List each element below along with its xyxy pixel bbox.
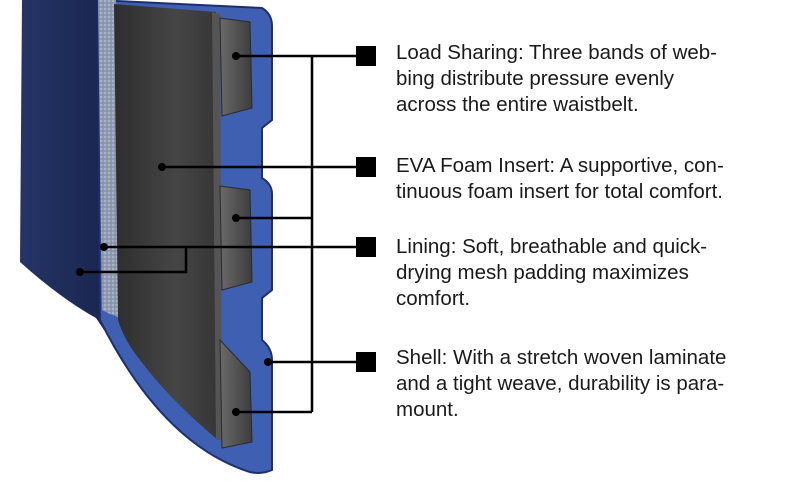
- webbing-bands: [219, 17, 253, 449]
- callout-shell: Shell: With a stretch woven laminate and…: [396, 346, 727, 421]
- callout-lining: Lining: Soft, breathable and quick- dryi…: [396, 235, 708, 310]
- leader-dots: [76, 52, 272, 416]
- mesh-lining: [98, 0, 120, 318]
- callout-bullets: [356, 46, 376, 372]
- eva-foam-insert: [114, 4, 218, 440]
- bullet-lining: [356, 237, 376, 257]
- bullet-shell: [356, 352, 376, 372]
- foam-edge: [212, 12, 222, 440]
- callout-eva-foam: EVA Foam Insert: A supportive, con- tinu…: [396, 154, 724, 203]
- callout-load-sharing: Load Sharing: Three bands of web- bing d…: [396, 41, 718, 116]
- back-panel: [20, 0, 104, 330]
- bullet-eva-foam: [356, 157, 376, 177]
- bullet-load-sharing: [356, 46, 376, 66]
